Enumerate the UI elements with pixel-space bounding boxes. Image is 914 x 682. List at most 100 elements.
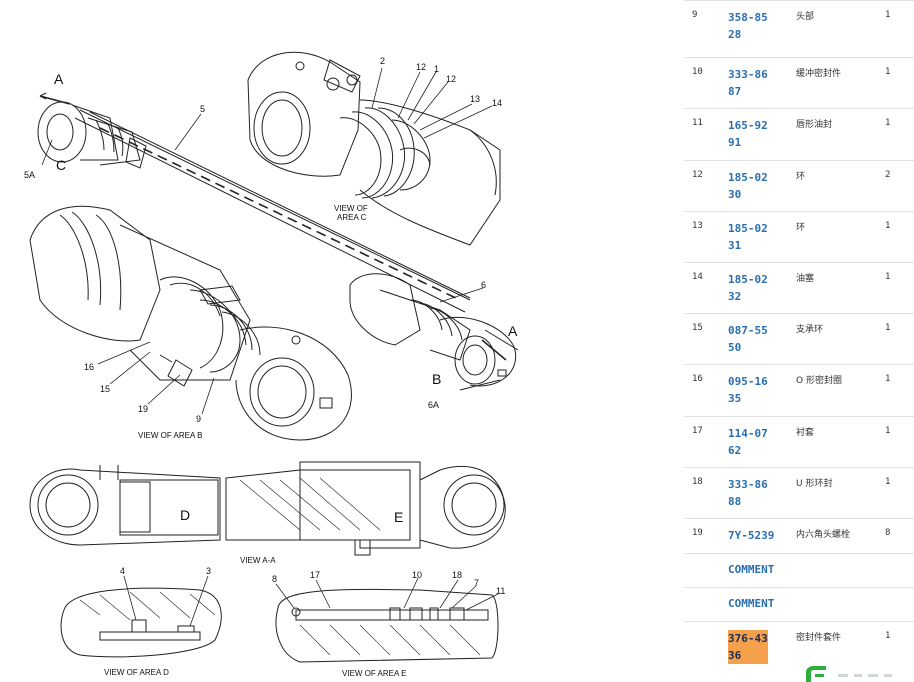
callout-5a: 5A (24, 170, 35, 180)
area-d-detail (60, 587, 222, 658)
caption-area-d: VIEW OF AREA D (104, 668, 169, 677)
part-qty: 1 (885, 118, 891, 128)
part-name: 环 (796, 172, 806, 182)
part-number-link[interactable]: 114-0762 (728, 427, 768, 457)
callout-8: 8 (272, 574, 277, 584)
callout-a-left: A (54, 71, 64, 87)
callout-3: 3 (206, 566, 211, 576)
part-number-link[interactable]: 165-9291 (728, 119, 768, 149)
cylinder-rod (74, 109, 471, 313)
part-qty: 1 (885, 426, 891, 436)
callout-11: 11 (496, 586, 505, 596)
part-qty: 1 (885, 67, 891, 77)
part-name: 头部 (796, 12, 815, 22)
part-qty: 1 (885, 323, 891, 333)
callout-16: 16 (84, 362, 94, 372)
part-row: 14 185-0232 油塞 1 (684, 262, 914, 314)
part-row: 9 358-8528 头部 1 (684, 0, 914, 58)
kit-name: 密封件套件 (796, 633, 842, 643)
callout-9: 9 (196, 414, 201, 424)
part-name: 衬套 (796, 428, 815, 438)
kit-part-number-link[interactable]: 376-4336 (728, 630, 768, 664)
part-item-number: 11 (692, 118, 703, 128)
part-item-number: 15 (692, 323, 703, 333)
caption-area-c-line1: VIEW OF (334, 204, 368, 213)
comment-link[interactable]: COMMENT (728, 563, 775, 576)
part-qty: 8 (885, 528, 891, 538)
part-item-number: 19 (692, 528, 703, 538)
part-item-number: 18 (692, 477, 703, 487)
callout-13: 13 (470, 94, 480, 104)
part-qty: 1 (885, 272, 891, 282)
callout-d: D (180, 507, 190, 523)
comment-link[interactable]: COMMENT (728, 597, 775, 610)
part-name: 缓冲密封件 (796, 69, 842, 79)
part-row: 13 185-0231 环 1 (684, 211, 914, 263)
part-number-link[interactable]: 333-8688 (728, 478, 768, 508)
part-number-link[interactable]: 095-1635 (728, 375, 768, 405)
part-number-link[interactable]: 358-8528 (728, 11, 768, 41)
area-e-detail (275, 588, 499, 663)
callout-6a: 6A (428, 400, 439, 410)
part-item-number: 14 (692, 272, 703, 282)
part-number-link[interactable]: 7Y-5239 (728, 529, 775, 542)
section-arrow-a-right (481, 339, 507, 361)
part-qty: 1 (885, 374, 891, 384)
part-name: 内六角头螺栓 (796, 530, 851, 540)
section-view-a-a (29, 461, 506, 556)
part-row: 18 333-8688 U 形环封 1 (684, 467, 914, 519)
part-item-number: 13 (692, 221, 703, 231)
part-row: 10 333-8687 缓冲密封件 1 (684, 57, 914, 109)
part-number-link[interactable]: 087-5550 (728, 324, 768, 354)
part-qty: 1 (885, 221, 891, 231)
part-row: 11 165-9291 唇形油封 1 (684, 108, 914, 161)
brand-logo-icon (806, 666, 892, 682)
part-name: 唇形油封 (796, 120, 833, 130)
part-row: 12 185-0230 环 2 (684, 160, 914, 212)
part-number-link[interactable]: 185-0230 (728, 171, 768, 201)
leader-lines (41, 67, 499, 627)
kit-qty: 1 (885, 631, 891, 641)
part-name: 环 (796, 223, 806, 233)
callout-17: 17 (310, 570, 320, 580)
caption-section-a-a: VIEW A-A (240, 556, 276, 565)
caption-area-e: VIEW OF AREA E (342, 669, 406, 678)
comment-row: COMMENT (684, 587, 914, 622)
part-number-link[interactable]: 185-0231 (728, 222, 768, 252)
callout-10: 10 (412, 570, 422, 580)
part-number-link[interactable]: 333-8687 (728, 68, 768, 98)
callout-19: 19 (138, 404, 148, 414)
callout-a-right: A (508, 323, 518, 339)
part-item-number: 17 (692, 426, 703, 436)
part-name: 油塞 (796, 274, 815, 284)
comment-row: COMMENT (684, 553, 914, 588)
part-qty: 1 (885, 10, 891, 20)
callout-18: 18 (452, 570, 462, 580)
part-item-number: 9 (692, 10, 698, 20)
callout-b: B (432, 371, 441, 387)
part-item-number: 16 (692, 374, 703, 384)
part-number-link[interactable]: 185-0232 (728, 273, 768, 303)
callout-5: 5 (200, 104, 205, 114)
kit-row: 376-4336 密封件套件 1 (684, 621, 914, 672)
part-row: 19 7Y-5239 内六角头螺栓 8 (684, 518, 914, 554)
exploded-parts-diagram: A C 5A 5 2 12 1 12 13 14 VIEW OF AREA C … (24, 51, 519, 678)
part-row: 17 114-0762 衬套 1 (684, 416, 914, 468)
part-item-number: 10 (692, 67, 703, 77)
callout-14: 14 (492, 98, 502, 108)
part-item-number: 12 (692, 170, 703, 180)
caption-area-b: VIEW OF AREA B (138, 431, 202, 440)
caption-area-c-line2: AREA C (337, 213, 367, 222)
callout-6: 6 (481, 280, 486, 290)
callout-12a: 12 (416, 62, 426, 72)
area-b-closeup (29, 205, 352, 441)
callout-7: 7 (474, 578, 479, 588)
callout-4: 4 (120, 566, 125, 576)
part-qty: 1 (885, 477, 891, 487)
area-c-closeup (247, 51, 501, 246)
part-name: U 形环封 (796, 479, 833, 489)
part-qty: 2 (885, 170, 891, 180)
